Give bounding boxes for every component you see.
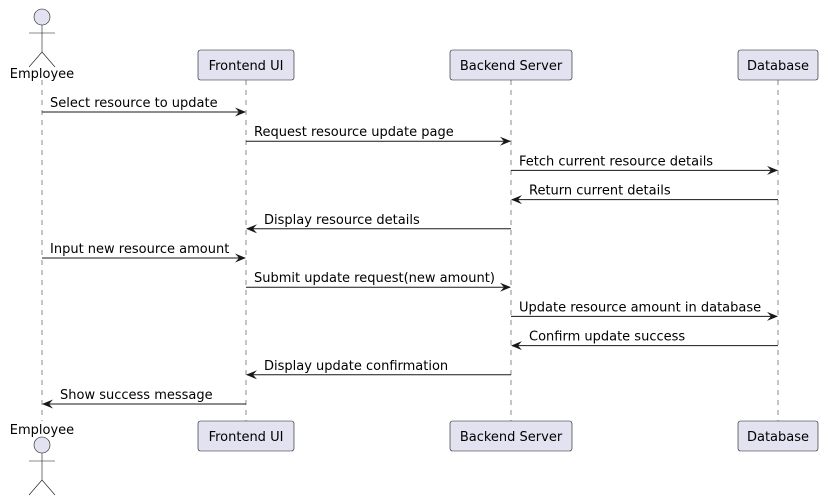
arrowhead-icon xyxy=(767,165,778,175)
actor-label: Employee xyxy=(10,67,74,82)
actor-head-icon xyxy=(33,8,51,26)
participant-label: Backend Server xyxy=(460,59,563,74)
actor-head-icon xyxy=(33,436,51,454)
message: Submit update request(new amount) xyxy=(246,271,511,292)
message: Show success message xyxy=(42,388,246,409)
participant-box xyxy=(197,49,295,81)
message: Input new resource amount xyxy=(42,242,246,263)
message-label: Select resource to update xyxy=(50,96,218,111)
arrowhead-icon xyxy=(511,195,522,205)
message: Request resource update page xyxy=(246,125,511,146)
participant-backend: Backend Server xyxy=(449,49,573,81)
message-label: Request resource update page xyxy=(254,125,454,140)
participant-box xyxy=(197,420,295,452)
message-label: Display resource details xyxy=(264,213,420,228)
actor-left-leg xyxy=(28,479,43,496)
actor-employee: Employee xyxy=(10,8,74,82)
message: Return current details xyxy=(511,184,778,205)
arrowhead-icon xyxy=(235,107,246,117)
arrowhead-icon xyxy=(500,136,511,146)
participant-frontend: Frontend UI xyxy=(197,49,295,81)
participant-label: Frontend UI xyxy=(209,59,284,74)
message-label: Input new resource amount xyxy=(50,242,229,257)
participant-label: Database xyxy=(747,430,809,445)
arrowhead-icon xyxy=(511,341,522,351)
actor-right-leg xyxy=(41,51,56,68)
message: Confirm update success xyxy=(511,330,778,351)
actor-employee-bottom: Employee xyxy=(10,423,74,496)
participant-box xyxy=(449,49,573,81)
arrowhead-icon xyxy=(235,253,246,263)
arrowhead-icon xyxy=(246,370,257,380)
participant-backend: Backend Server xyxy=(449,420,573,452)
message-label: Fetch current resource details xyxy=(519,154,713,169)
arrowhead-icon xyxy=(246,224,257,234)
arrowhead-icon xyxy=(767,311,778,321)
lifelines xyxy=(41,80,779,421)
message: Display update confirmation xyxy=(246,359,511,380)
message-label: Return current details xyxy=(529,184,671,199)
message: Select resource to update xyxy=(42,96,246,117)
message-label: Confirm update success xyxy=(529,330,685,345)
message-label: Show success message xyxy=(60,388,213,403)
message-label: Update resource amount in database xyxy=(519,300,761,315)
participant-label: Backend Server xyxy=(460,430,563,445)
message-label: Display update confirmation xyxy=(264,359,448,374)
message: Fetch current resource details xyxy=(511,154,778,175)
message: Display resource details xyxy=(246,213,511,234)
participant-box xyxy=(449,420,573,452)
actor-left-leg xyxy=(28,51,43,68)
arrowhead-icon xyxy=(42,399,53,409)
participants-top: Employee Frontend UI Backend Server Databas… xyxy=(10,8,819,82)
participant-database: Database xyxy=(737,420,819,452)
actor-right-leg xyxy=(41,479,56,496)
participants-bottom: Employee Frontend UI Backend Server Databas… xyxy=(10,420,819,496)
message-label: Submit update request(new amount) xyxy=(254,271,495,286)
participant-box xyxy=(737,49,819,81)
message: Update resource amount in database xyxy=(511,300,778,321)
participant-frontend: Frontend UI xyxy=(197,420,295,452)
participant-label: Database xyxy=(747,59,809,74)
participant-label: Frontend UI xyxy=(209,430,284,445)
participant-database: Database xyxy=(737,49,819,81)
participant-box xyxy=(737,420,819,452)
arrowhead-icon xyxy=(500,282,511,292)
actor-label: Employee xyxy=(10,423,74,438)
